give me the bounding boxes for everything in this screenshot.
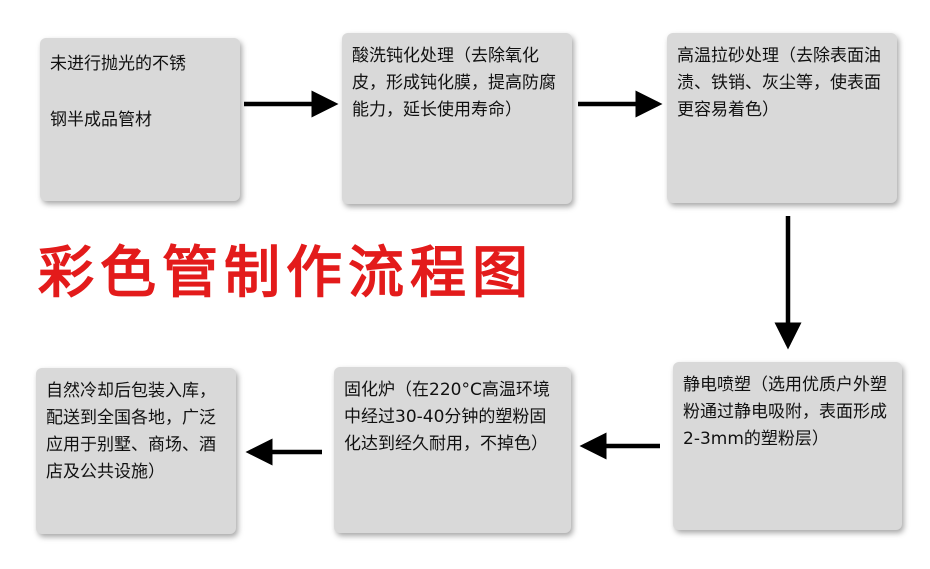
step-pickling-passivation-text: 酸洗钝化处理（去除氧化皮，形成钝化膜，提高防腐能力，延长使用寿命） bbox=[352, 46, 556, 120]
step-sanding-box: 高温拉砂处理（去除表面油渍、铁销、灰尘等，使表面更容易着色） bbox=[667, 33, 897, 203]
step-curing-oven-box: 固化炉（在220°C高温环境中经过30-40分钟的塑粉固化达到经久耐用，不掉色） bbox=[334, 367, 571, 533]
step-powder-coating-box: 静电喷塑（选用优质户外塑粉通过静电吸附，表面形成2-3mm的塑粉层） bbox=[673, 362, 902, 530]
step-pickling-passivation-box: 酸洗钝化处理（去除氧化皮，形成钝化膜，提高防腐能力，延长使用寿命） bbox=[342, 33, 572, 204]
step-raw-tube-box: 未进行抛光的不锈 钢半成品管材 bbox=[40, 38, 240, 201]
step-curing-oven-text: 固化炉（在220°C高温环境中经过30-40分钟的塑粉固化达到经久耐用，不掉色） bbox=[344, 380, 550, 454]
step-cooling-packing-text: 自然冷却后包装入库，配送到全国各地，广泛应用于别墅、商场、酒店及公共设施） bbox=[46, 381, 216, 482]
diagram-title: 彩色管制作流程图 bbox=[38, 241, 534, 306]
step-raw-tube-text: 未进行抛光的不锈 钢半成品管材 bbox=[50, 54, 186, 130]
step-powder-coating-text: 静电喷塑（选用优质户外塑粉通过静电吸附，表面形成2-3mm的塑粉层） bbox=[683, 375, 887, 449]
step-cooling-packing-box: 自然冷却后包装入库，配送到全国各地，广泛应用于别墅、商场、酒店及公共设施） bbox=[36, 368, 236, 534]
step-sanding-text: 高温拉砂处理（去除表面油渍、铁销、灰尘等，使表面更容易着色） bbox=[677, 46, 881, 120]
